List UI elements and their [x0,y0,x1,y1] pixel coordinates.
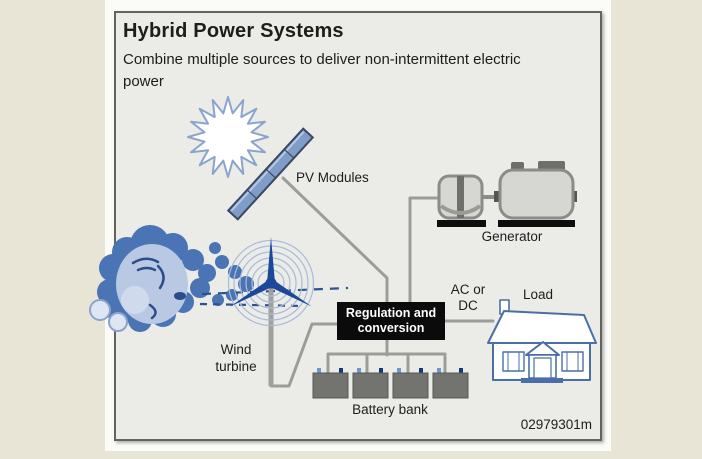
label-load: Load [522,287,554,302]
label-ac-or-dc: AC or DC [450,282,486,313]
label-pv-modules: PV Modules [296,170,369,185]
label-generator: Generator [481,229,543,244]
regulation-conversion-box: Regulation and conversion [337,302,445,340]
diagram-subtitle: Combine multiple sources to deliver non-… [123,51,521,90]
label-battery-bank: Battery bank [352,402,428,417]
diagram-title: Hybrid Power Systems [123,20,344,42]
figure-id: 02979301m [520,417,592,432]
label-wind-turbine: Wind turbine [215,342,257,374]
